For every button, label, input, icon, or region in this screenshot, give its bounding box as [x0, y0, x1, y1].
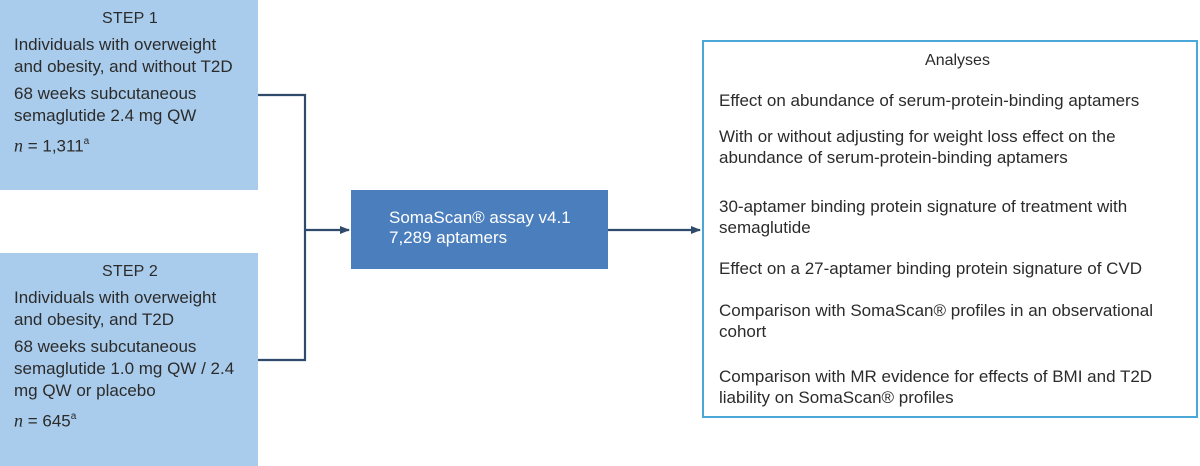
assay-name: SomaScan® assay v4.1 [389, 208, 571, 227]
step2-n-value: = 645 [23, 411, 71, 431]
step1-n-footnote: a [83, 136, 90, 147]
step1-connector [258, 93, 307, 362]
step1-box: STEP 1 Individuals with overweight and o… [0, 0, 258, 190]
step2-population: Individuals with overweight and obesity,… [14, 288, 217, 329]
step1-n-value: = 1,311 [23, 136, 84, 156]
step2-sample-size: n = 645a [14, 407, 246, 433]
step2-treatment: 68 weeks subcutaneous semaglutide 1.0 mg… [14, 337, 235, 400]
analysis-item: 30-aptamer binding protein signature of … [719, 197, 1128, 237]
analysis-item: Comparison with MR evidence for effects … [719, 367, 1153, 407]
analyses-title: Analyses [925, 52, 990, 69]
analysis-item: Comparison with SomaScan® profiles in an… [719, 301, 1153, 341]
analysis-item: With or without adjusting for weight los… [719, 127, 1116, 167]
step1-treatment: 68 weeks subcutaneous semaglutide 2.4 mg… [14, 84, 197, 125]
step2-n-footnote: a [70, 411, 77, 422]
step2-n-label: n [14, 410, 23, 431]
analysis-item: Effect on a 27-aptamer binding protein s… [719, 259, 1143, 278]
step1-n-label: n [14, 135, 23, 156]
step2-title: STEP 2 [101, 263, 159, 280]
analysis-item: Effect on abundance of serum-protein-bin… [719, 91, 1140, 110]
step1-sample-size: n = 1,311a [14, 132, 246, 158]
analyses-box: Analyses Effect on abundance of serum-pr… [702, 40, 1198, 418]
assay-aptamer-count: 7,289 aptamers [389, 228, 508, 247]
step1-population: Individuals with overweight and obesity,… [14, 35, 233, 76]
step2-box: STEP 2 Individuals with overweight and o… [0, 253, 258, 466]
assay-box: SomaScan® assay v4.1 7,289 aptamers [351, 190, 608, 269]
step1-title: STEP 1 [101, 10, 159, 27]
